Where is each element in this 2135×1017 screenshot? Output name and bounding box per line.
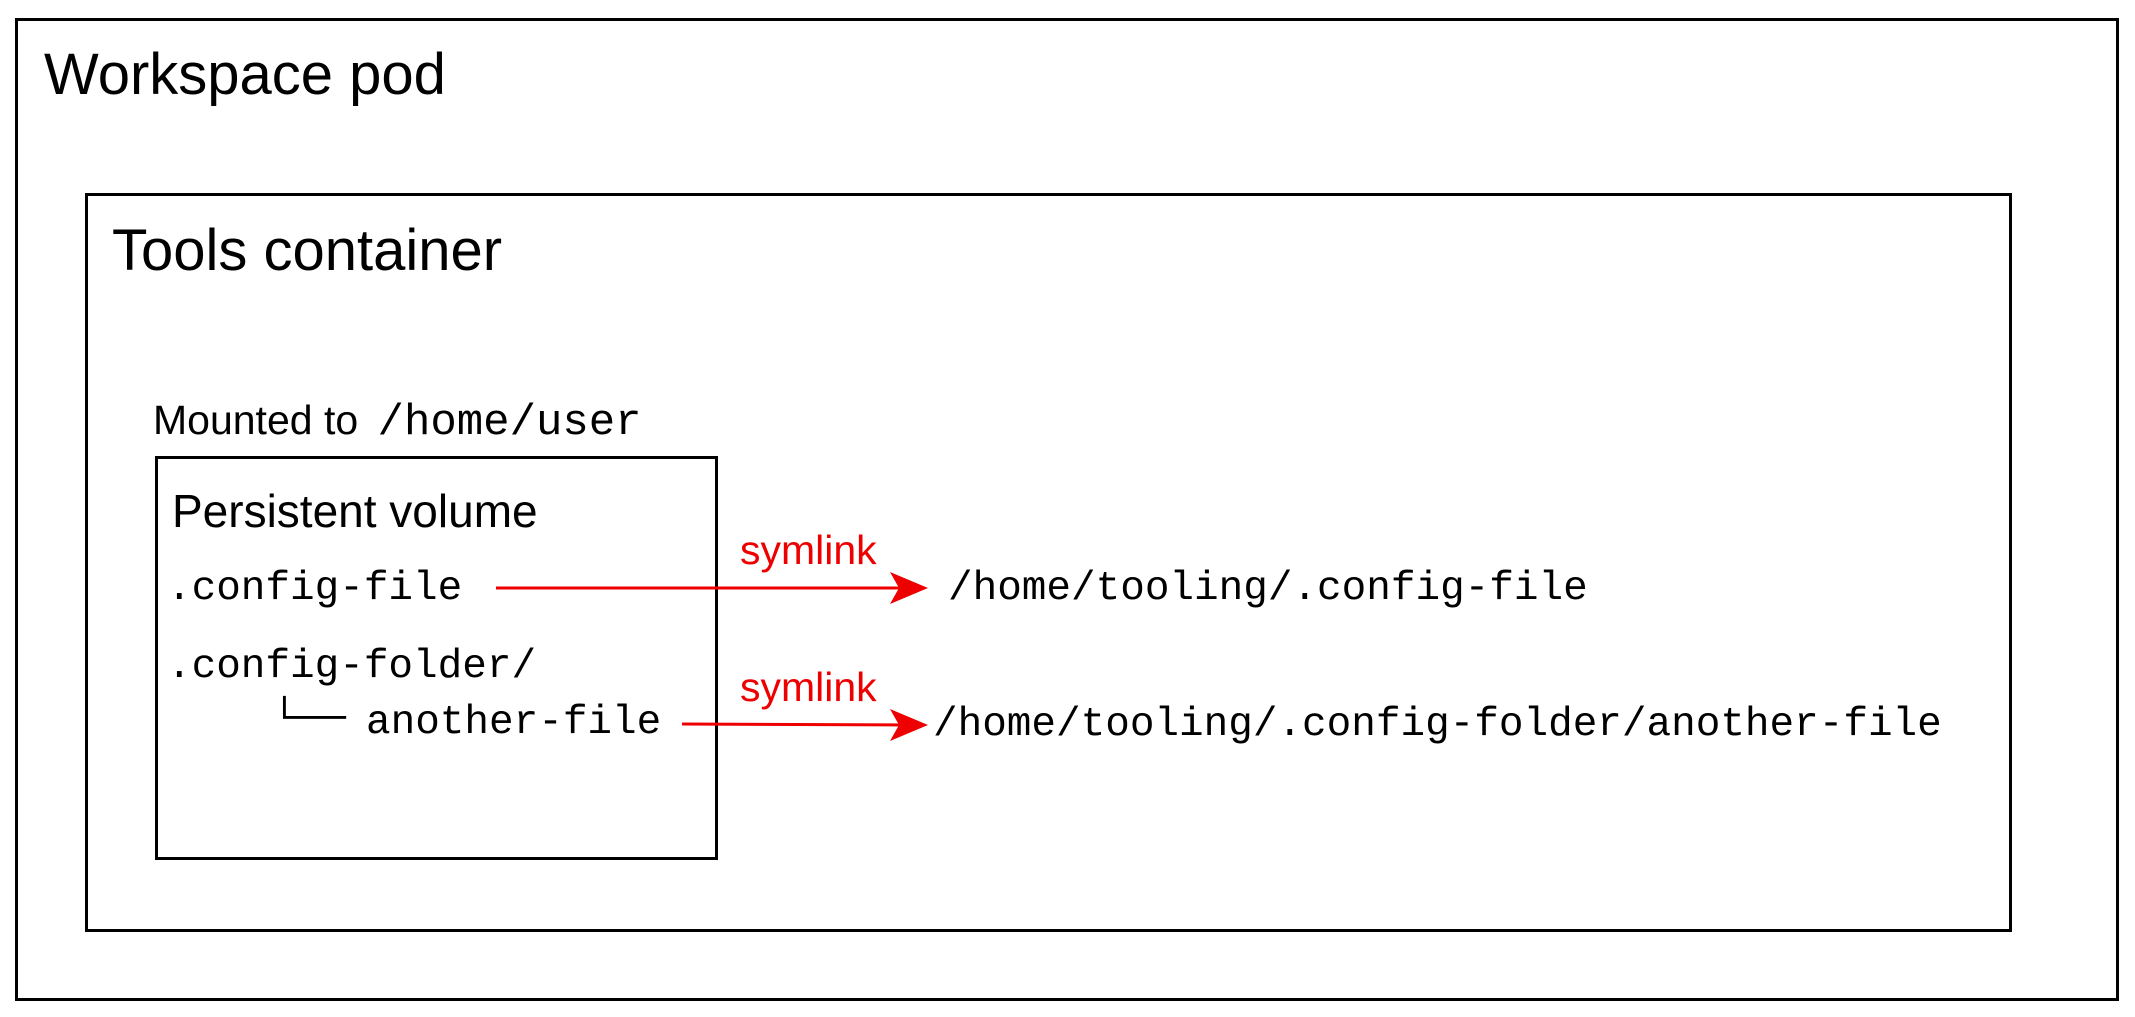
tools-container-box	[85, 193, 2012, 932]
mount-label: Mounted to /home/user	[153, 397, 642, 448]
persistent-volume-box	[155, 456, 718, 860]
mount-label-prefix: Mounted to	[153, 397, 359, 443]
mount-path: /home/user	[377, 398, 642, 448]
tree-branch: └──	[272, 697, 346, 743]
symlink-target-1: /home/tooling/.config-file	[948, 566, 1588, 612]
tools-container-title: Tools container	[112, 218, 503, 283]
another-file-name: another-file	[366, 700, 662, 746]
workspace-pod-box	[15, 18, 2119, 1001]
workspace-pod-title: Workspace pod	[44, 42, 446, 107]
config-file-name: .config-file	[167, 566, 463, 612]
symlink-target-2: /home/tooling/.config-folder/another-fil…	[933, 702, 1942, 748]
symlink-label-2: symlink	[740, 664, 877, 710]
persistent-volume-title: Persistent volume	[172, 485, 538, 537]
symlink-label-1: symlink	[740, 527, 877, 573]
config-folder-name: .config-folder/	[167, 644, 537, 690]
